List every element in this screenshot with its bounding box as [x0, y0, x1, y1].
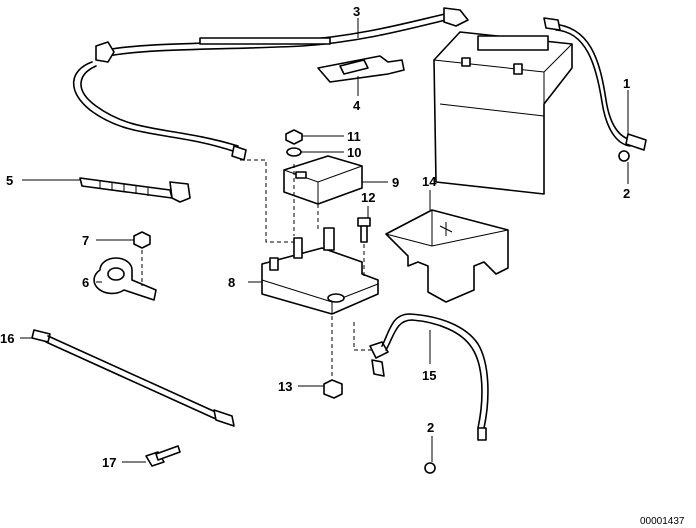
- callout-10: 10: [347, 145, 361, 160]
- callout-labels: 1 2 2 3 4 5 6 7 8 9 10 11 12 13 14 15 16…: [0, 4, 630, 470]
- callout-1: 1: [623, 76, 630, 91]
- ground-cable-short: [543, 17, 647, 151]
- hex-nut: [133, 231, 151, 249]
- terminal-cover: [385, 209, 509, 303]
- cable-clamp: [93, 257, 157, 301]
- battery-cable-top: [72, 7, 469, 161]
- battery: [433, 31, 573, 195]
- ground-strap: [31, 329, 235, 427]
- callout-3: 3: [353, 4, 360, 19]
- top-nut: [285, 129, 303, 145]
- callout-15: 15: [422, 368, 436, 383]
- nut-upper: [618, 150, 630, 162]
- terminal-base: [261, 227, 379, 315]
- terminal-cap: [283, 155, 363, 205]
- cable-strap: [79, 177, 191, 203]
- callout-6: 6: [82, 275, 89, 290]
- leader-lines: [20, 18, 629, 463]
- callout-4: 4: [353, 98, 361, 113]
- assembly-lines: [141, 159, 372, 378]
- screw-17: [145, 445, 181, 467]
- callout-13: 13: [278, 379, 292, 394]
- ground-cable-long: [369, 313, 489, 441]
- cable-clip: [317, 55, 405, 83]
- washer: [286, 147, 302, 157]
- callout-16: 16: [0, 331, 14, 346]
- reference-number: 00001437: [640, 516, 685, 527]
- callout-8: 8: [228, 275, 235, 290]
- callout-7: 7: [82, 233, 89, 248]
- callout-14: 14: [422, 174, 437, 189]
- callout-5: 5: [6, 173, 13, 188]
- bottom-nut: [323, 379, 343, 399]
- callout-9: 9: [392, 175, 399, 190]
- bolt-12: [357, 217, 371, 243]
- nut-lower: [424, 462, 436, 474]
- callout-12: 12: [361, 190, 375, 205]
- callout-11: 11: [347, 129, 361, 144]
- callout-2-upper: 2: [623, 186, 630, 201]
- callout-17: 17: [102, 455, 116, 470]
- callout-2-lower: 2: [427, 420, 434, 435]
